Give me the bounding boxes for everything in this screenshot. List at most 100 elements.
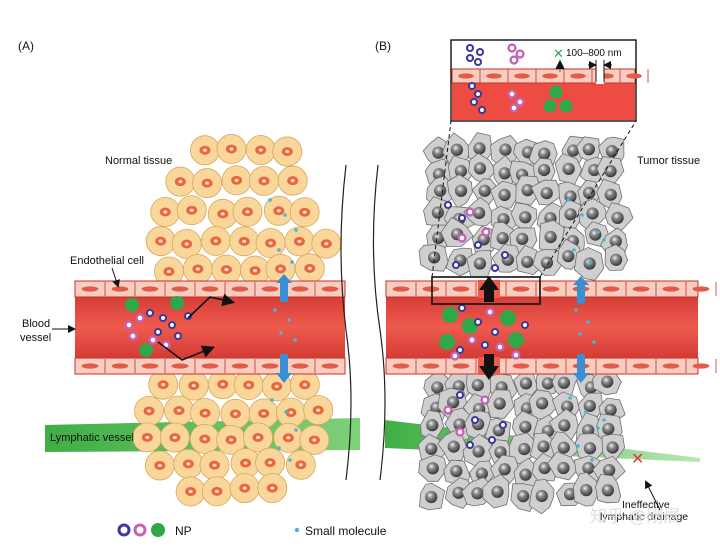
inset-gap <box>596 68 604 84</box>
np-green <box>543 99 557 113</box>
np-pink <box>485 307 495 317</box>
endothelial-nucleus <box>291 286 309 292</box>
small-molecule <box>572 248 576 252</box>
tumor-cell-nucleus <box>498 463 511 476</box>
small-molecule <box>277 248 281 252</box>
np-blue <box>167 320 177 330</box>
tumor-cell-nucleus <box>454 184 468 197</box>
endothelial-nucleus <box>231 286 249 292</box>
endothelial-nucleus <box>452 363 470 369</box>
tumor-cell-nucleus <box>432 146 445 159</box>
small-molecule <box>588 260 592 264</box>
np-blue <box>467 81 477 91</box>
np-green <box>125 298 139 312</box>
tumor-cell-nucleus <box>583 442 597 455</box>
watermark: 知乎 @刚展 <box>590 507 680 527</box>
tumor-cell-nucleus <box>602 422 615 435</box>
endothelial-nucleus <box>291 363 309 369</box>
endothelial-nucleus <box>81 286 99 292</box>
small-molecule <box>277 446 281 450</box>
small-molecule <box>288 458 292 462</box>
small-molecule <box>566 198 570 202</box>
np-blue <box>451 260 461 270</box>
small-molecule <box>602 418 606 422</box>
small-molecule <box>294 428 298 432</box>
np-green <box>500 310 516 326</box>
tumor-cell-nucleus <box>427 251 441 264</box>
small-molecule <box>602 238 606 242</box>
small-molecule <box>580 213 584 217</box>
tumor-cell-nucleus <box>537 163 551 177</box>
np-blue <box>455 345 465 355</box>
small-molecules-a <box>268 198 298 462</box>
tumor-cell-nucleus <box>604 188 617 201</box>
tumor-cell-nucleus <box>450 464 463 478</box>
tumor-cell-nucleus <box>473 257 487 270</box>
np-pink <box>124 320 134 330</box>
tumor-cell-nucleus <box>580 483 593 497</box>
small-molecule <box>596 230 600 234</box>
np-pink <box>515 97 525 107</box>
legend-small-molecule-label: Small molecule <box>305 524 387 538</box>
np-blue <box>475 47 485 57</box>
endothelial-nucleus <box>626 73 642 79</box>
np-green <box>439 334 455 350</box>
np-blue <box>520 320 530 330</box>
tumor-cell-nucleus <box>589 228 602 241</box>
endothelial-nucleus <box>486 73 502 79</box>
endothelial-nucleus <box>422 286 440 292</box>
tumor-cell-nucleus <box>519 377 533 390</box>
np-blue <box>173 331 183 341</box>
tumor-cell-nucleus <box>452 486 465 499</box>
small-molecule <box>568 396 572 400</box>
endothelial-nucleus <box>514 73 530 79</box>
legend-np-pink-icon <box>133 523 147 537</box>
tumor-cell-nucleus <box>517 490 530 503</box>
tumor-cell-nucleus <box>516 232 529 246</box>
zoom-region-box <box>431 276 541 305</box>
sm-arrow-down-b <box>577 354 585 374</box>
tumor-cell-nucleus <box>557 461 570 475</box>
endothelial-nucleus <box>321 286 339 292</box>
small-molecule <box>287 318 291 322</box>
blood-vessel-label-line1: Blood <box>22 318 50 330</box>
tumor-cell-nucleus <box>498 167 511 180</box>
np-green <box>559 99 573 113</box>
tumor-cell-nucleus <box>472 445 485 458</box>
np-green <box>442 307 458 323</box>
np-pink <box>507 89 517 99</box>
np-green <box>170 296 184 310</box>
endothelial-nucleus <box>141 286 159 292</box>
endothelial-nucleus <box>542 73 558 79</box>
np-pink <box>467 335 477 345</box>
endothelial-nucleus <box>392 363 410 369</box>
tumor-cell-nucleus <box>431 381 444 394</box>
np-blue <box>465 43 475 53</box>
endothelial-nucleus <box>171 286 189 292</box>
normal-tissue-cells <box>132 134 342 507</box>
np-blue <box>145 308 155 318</box>
tumor-cell-nucleus <box>609 253 623 266</box>
small-molecules-b <box>566 198 606 462</box>
ineffective-pointer <box>645 480 661 511</box>
np-pink <box>128 331 138 341</box>
tumor-cell-nucleus <box>425 442 438 455</box>
legend-np-label: NP <box>175 524 192 538</box>
tumor-cell-nucleus <box>602 464 616 477</box>
tumor-cell-nucleus <box>498 188 511 202</box>
endothelial-nucleus <box>662 286 680 292</box>
endothelial-nucleus <box>602 286 620 292</box>
endothelial-cell-label: Endothelial cell <box>70 255 144 267</box>
np-extravasation-arrow-down <box>479 354 499 380</box>
np-blue <box>473 240 483 250</box>
np-arrow-up-a <box>187 293 236 319</box>
inset-vessel <box>452 83 635 120</box>
endothelial-nucleus <box>171 363 189 369</box>
nanoparticles-b <box>439 200 530 450</box>
np-green <box>508 332 524 348</box>
small-molecule <box>586 320 590 324</box>
tissue-boundary-b <box>372 164 386 481</box>
zoom-line-left <box>431 120 452 278</box>
legend-np-blue-icon <box>117 523 131 537</box>
np-blue <box>455 390 465 400</box>
